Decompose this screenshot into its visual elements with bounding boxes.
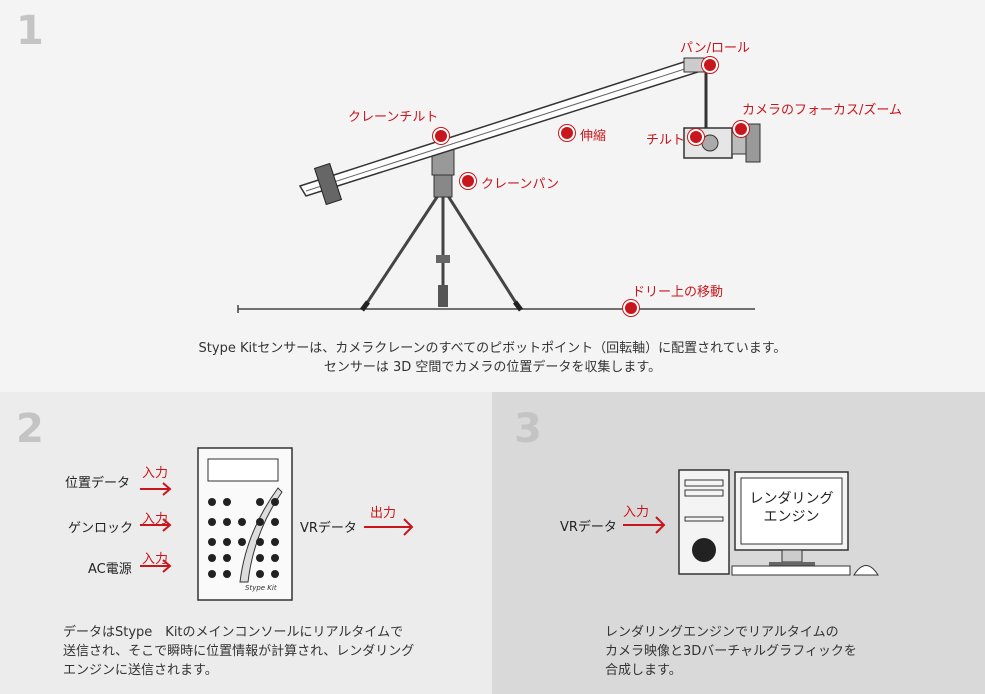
panel-3-render: 3 VRデータ 入力 レンダリング エンジン [492, 392, 985, 694]
console-illustration [140, 447, 414, 601]
pan-roll-label: パン/ロール [680, 41, 751, 56]
input-arrow-label: 入力 [142, 512, 169, 527]
crane-illustration [237, 57, 761, 313]
crane-tilt-sensor-dot [435, 130, 447, 142]
crane-pan-label: クレーンパン [481, 177, 560, 192]
screen-line: レンダリング [749, 491, 834, 507]
tilt-label: チルト [646, 133, 686, 148]
output-arrow-label: 出力 [370, 506, 397, 521]
crane-pan-sensor-dot [462, 175, 474, 187]
pan-roll-sensor-dot [704, 59, 716, 71]
input-genlock: ゲンロック [68, 521, 134, 536]
output-vr-data: VRデータ [300, 521, 357, 536]
panel-1-crane: 1 [0, 0, 985, 392]
focus-zoom-label: カメラのフォーカス/ズーム [742, 103, 902, 118]
panel-2-caption: データはStype Kitのメインコンソールにリアルタイムで 送信され、そこで瞬… [63, 623, 433, 680]
render-input-vr-data: VRデータ [560, 520, 617, 535]
caption-line: カメラ映像と3Dバーチャルグラフィックを [605, 644, 857, 659]
caption-line: センサーは 3D 空間でカメラの位置データを収集します。 [323, 360, 662, 375]
caption-line: エンジンに送信されます。 [63, 663, 218, 678]
caption-line: レンダリングエンジンでリアルタイムの [605, 625, 839, 640]
dolly-label: ドリー上の移動 [632, 285, 724, 300]
render-engine-screen-text: レンダリング エンジン [741, 490, 842, 526]
step-number-1: 1 [16, 8, 44, 54]
extend-sensor-dot [561, 127, 573, 139]
panel-1-caption: Stype Kitセンサーは、カメラクレーンのすべてのピボットポイント（回転軸）… [0, 339, 985, 377]
crane-tilt-label: クレーンチルト [348, 110, 439, 125]
input-ac-power: AC電源 [88, 562, 132, 577]
screen-line: エンジン [763, 509, 820, 525]
render-illustration [623, 469, 879, 576]
step-number-3: 3 [514, 406, 542, 452]
focus-zoom-sensor-dot [735, 123, 747, 135]
input-arrow-label: 入力 [142, 466, 169, 481]
panel-2-console: 2 位置データ ゲンロック AC電源 [0, 392, 492, 694]
tilt-sensor-dot [690, 131, 702, 143]
caption-line: 送信され、そこで瞬時に位置情報が計算され、レンダリング [63, 644, 415, 659]
panel-3-caption: レンダリングエンジンでリアルタイムの カメラ映像と3Dバーチャルグラフィックを … [605, 623, 935, 680]
dolly-sensor-dot [625, 302, 637, 314]
caption-line: データはStype Kitのメインコンソールにリアルタイムで [63, 625, 404, 640]
input-arrow-label: 入力 [142, 552, 169, 567]
render-input-arrow-label: 入力 [623, 505, 650, 520]
step-number-2: 2 [16, 406, 44, 452]
input-position-data: 位置データ [65, 476, 131, 491]
caption-line: Stype Kitセンサーは、カメラクレーンのすべてのピボットポイント（回転軸）… [198, 341, 787, 356]
console-brand: Stype Kit [245, 584, 277, 592]
extend-label: 伸縮 [580, 129, 607, 144]
caption-line: 合成します。 [605, 663, 682, 678]
